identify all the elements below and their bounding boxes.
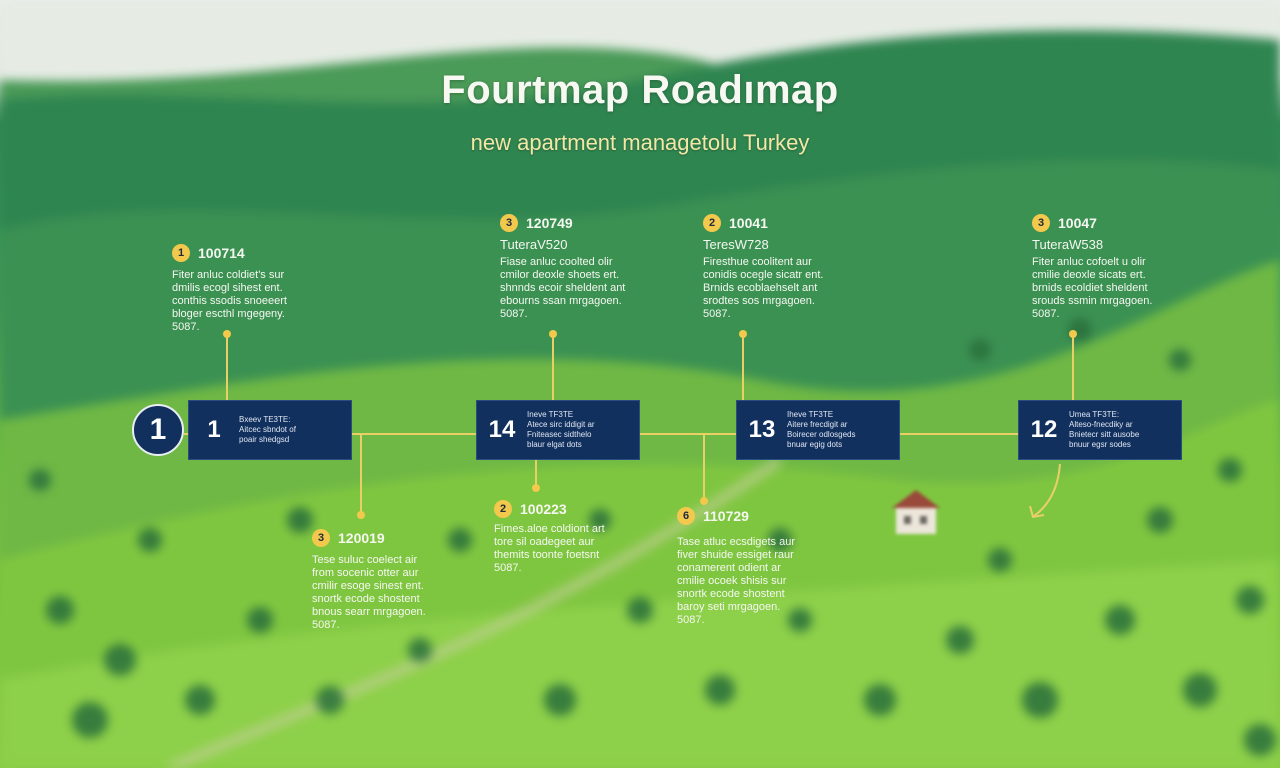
milestone-text: snortk ecode shostent (312, 593, 420, 605)
milestone-text: srouds ssmin mrgagoen. (1032, 295, 1153, 307)
milestone-code: 100223 (520, 501, 567, 517)
phase-number: 12 (1030, 416, 1058, 443)
milestone-code: 120749 (526, 215, 573, 231)
milestone-text: srodtes sos mrgagoen. (703, 295, 815, 307)
milestone-text: cmilor deoxle shoets ert. (500, 269, 620, 281)
milestone-code: 100714 (198, 245, 245, 261)
phase-box: 12 Umea TF3TE: Alteso-fnecdiky ar Bniete… (1018, 400, 1182, 460)
phase-text: Bxeev TE3TE: (239, 415, 291, 424)
milestone-badge: 2 (703, 214, 721, 232)
milestone-badge: 2 (494, 500, 512, 518)
phase-text: Atece sirc iddigit ar (527, 420, 595, 429)
page-title: Fourtmap Roadımap (441, 68, 839, 112)
milestone-text: 5087. (312, 619, 340, 631)
milestone-text: Firesthue coolitent aur (703, 256, 812, 268)
milestone-text: conthis ssodis snoeeert (172, 295, 287, 307)
page-subtitle: new apartment managetolu Turkey (470, 130, 810, 155)
milestone-badge: 6 (677, 507, 695, 525)
milestone-text: cmilie ocoek shisis sur (677, 575, 787, 587)
milestone-subtitle: TuteraV520 (500, 237, 568, 252)
milestone-text: conidis ocegle sicatr ent. (703, 269, 824, 281)
milestone-text: 5087. (677, 614, 705, 626)
phase-text: bnuur egsr sodes (1069, 440, 1131, 449)
phase-box: 14 Ineve TF3TE Atece sirc iddigit ar Fni… (476, 400, 640, 460)
phase-text: Iheve TF3TE (787, 410, 834, 419)
milestone-top: 2 10041 TeresW728 Firesthue coolitent au… (703, 213, 873, 321)
milestone-subtitle: TuteraW538 (1032, 237, 1104, 252)
milestone-code: 120019 (338, 530, 385, 546)
milestone-code: 10047 (1058, 215, 1097, 231)
milestone-text: Fiase anluc coolted olir (500, 256, 613, 268)
phase-number: 1 (207, 416, 221, 443)
milestone-text: 5087. (494, 562, 522, 574)
phase-number: 13 (748, 416, 776, 443)
phase-text: blaur elgat dots (527, 440, 582, 449)
milestone-subtitle: TeresW728 (703, 237, 769, 252)
milestone-code: 10041 (729, 215, 768, 231)
phase-text: Aitcec sbndot of (239, 425, 296, 434)
milestone-text: cmilir esoge sinest ent. (312, 580, 424, 592)
phase-text: Bnietecr sitt ausobe (1069, 430, 1140, 439)
milestone-text: bloger escthl mgegeny. (172, 308, 285, 320)
milestone-text: bnous searr mrgagoen. (312, 606, 426, 618)
milestone-text: Tese suluc coelect air (312, 554, 418, 566)
milestone-text: 5087. (172, 321, 200, 333)
milestone-text: baroy seti mrgagoen. (677, 601, 781, 613)
milestone-badge: 3 (312, 529, 330, 547)
milestone-text: Fiter anluc cofoelt u olir (1032, 256, 1146, 268)
house-icon (892, 490, 940, 534)
phase-text: bnuar egig dots (787, 440, 843, 449)
milestone-top: 3 120749 TuteraV520 Fiase anluc coolted … (500, 213, 670, 321)
milestone-text: Fimes.aloe coldiont art (494, 523, 605, 535)
milestone-text: cmilie deoxle sicats ert. (1032, 269, 1146, 281)
milestone-badge: 3 (1032, 214, 1050, 232)
milestone-text: 5087. (500, 308, 528, 320)
milestone-text: fiver shuide essiget raur (677, 549, 794, 561)
start-marker: 1 (132, 404, 184, 456)
milestone-badge: 1 (172, 244, 190, 262)
milestone-text: 5087. (703, 308, 731, 320)
milestone-text: 5087. (1032, 308, 1060, 320)
milestone-text: dmilis ecogl sihest ent. (172, 282, 283, 294)
phase-box: 1 Bxeev TE3TE: Aitcec sbndot of poair sh… (188, 400, 352, 460)
milestone-text: Brnids ecoblaehselt ant (703, 282, 818, 294)
milestone-text: tore sil oadegeet aur (494, 536, 595, 548)
milestone-code: 110729 (703, 508, 749, 524)
phase-text: Umea TF3TE: (1069, 410, 1120, 419)
milestone-bottom: 3 120019 Tese suluc coelect air from soc… (312, 528, 482, 632)
phase-text: Boirecer odlosgeds (787, 430, 856, 439)
curved-arrow-icon (1029, 463, 1061, 519)
phase-text: Fniteasec sidthelo (527, 430, 592, 439)
milestone-text: snortk ecode shostent (677, 588, 785, 600)
milestone-text: ebourns ssan mrgagoen. (500, 295, 622, 307)
milestone-bottom: 6 110729 Tase atluc ecsdigets aur fiver … (677, 506, 847, 627)
phase-box: 13 Iheve TF3TE Aitere frecdigit ar Boire… (736, 400, 900, 460)
milestone-text: brnids ecoldiet sheldent (1032, 282, 1148, 294)
phase-number: 14 (488, 416, 516, 443)
milestone-top: 3 10047 TuteraW538 Fiter anluc cofoelt u… (1032, 213, 1202, 321)
milestone-bottom: 2 100223 Fimes.aloe coldiont art tore si… (494, 499, 664, 575)
milestone-text: from socenic otter aur (312, 567, 419, 579)
phase-text: poair shedgsd (239, 435, 290, 444)
milestone-text: Fiter anluc coldiet's sur (172, 269, 285, 281)
milestone-top: 1 100714 Fiter anluc coldiet's sur dmili… (172, 243, 342, 334)
phase-text: Aitere frecdigit ar (787, 420, 848, 429)
milestone-badge: 3 (500, 214, 518, 232)
phase-text: Ineve TF3TE (527, 410, 574, 419)
milestone-text: conamerent odient ar (677, 562, 781, 574)
milestone-text: themits toonte foetsnt (494, 549, 600, 561)
phase-text: Alteso-fnecdiky ar (1069, 420, 1133, 429)
milestone-text: shnnds ecoir sheldent ant (500, 282, 626, 294)
milestone-text: Tase atluc ecsdigets aur (677, 536, 796, 548)
